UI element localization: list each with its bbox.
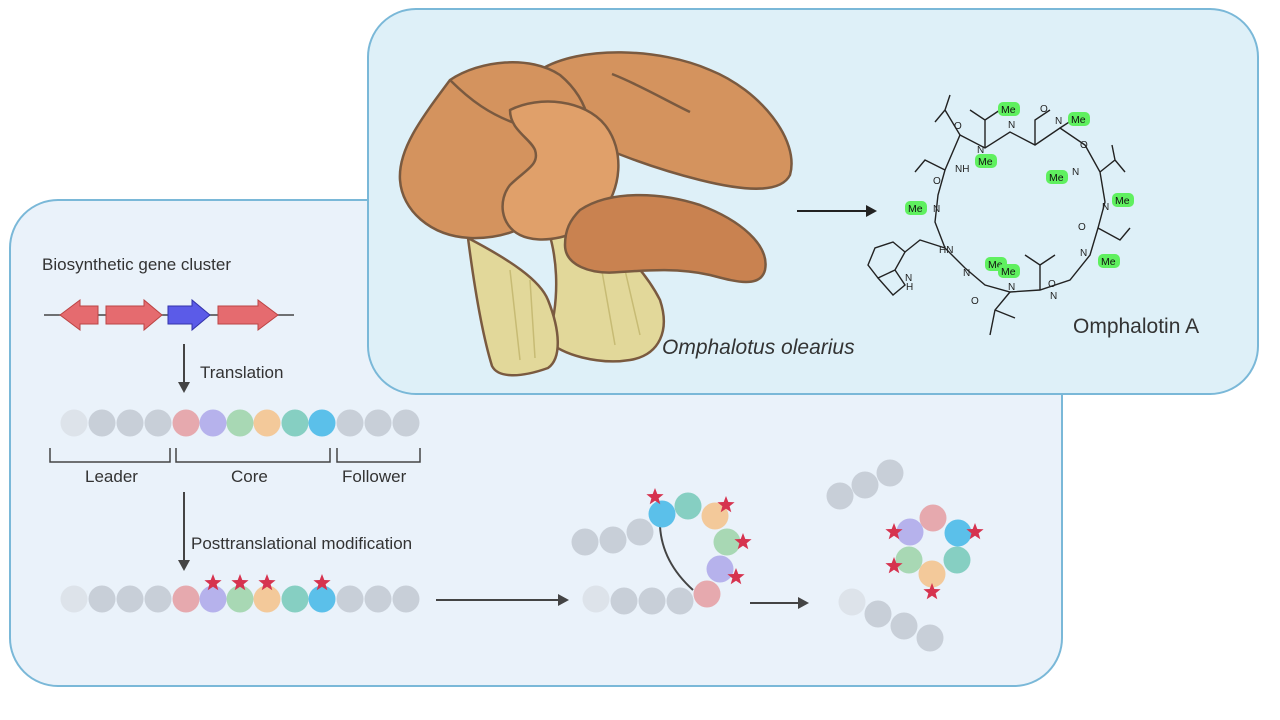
- svg-text:Me: Me: [1101, 256, 1116, 268]
- cyclization-intermediate: [571, 488, 752, 615]
- follower-label: Follower: [342, 467, 407, 486]
- svg-text:N: N: [1102, 202, 1109, 213]
- process-arrow-2: [798, 597, 809, 609]
- svg-text:O: O: [1040, 104, 1048, 115]
- modified-peptide: [60, 574, 420, 613]
- svg-text:O: O: [971, 296, 979, 307]
- svg-text:H: H: [906, 282, 913, 293]
- released-fragment-bottom: [838, 588, 944, 652]
- gene-arrow-4: [217, 299, 279, 331]
- gene-cluster: [44, 298, 294, 332]
- gene-cluster-label: Biosynthetic gene cluster: [42, 255, 231, 274]
- ptm-arrow: [178, 560, 190, 571]
- svg-text:O: O: [1078, 222, 1086, 233]
- svg-text:Me: Me: [1115, 195, 1130, 207]
- svg-text:Me: Me: [908, 203, 923, 215]
- svg-text:O: O: [933, 176, 941, 187]
- svg-text:N: N: [963, 268, 970, 279]
- omphalotin-structure: O N N O N O N N O N O N N O N HN O N NH …: [867, 94, 1134, 336]
- mushroom-illustration: [398, 51, 793, 377]
- svg-text:N: N: [1080, 248, 1087, 259]
- gene-arrow-1: [59, 299, 99, 331]
- biosynthesis-arrow: [866, 205, 877, 217]
- n-methyl-tags: Me Me Me Me Me Me Me Me Me: [905, 102, 1134, 278]
- precursor-peptide: [60, 409, 420, 437]
- organism-label: Omphalotus olearius: [662, 336, 855, 359]
- svg-text:Me: Me: [978, 156, 993, 168]
- gene-arrow-2: [105, 298, 163, 332]
- svg-text:N: N: [977, 145, 984, 156]
- svg-text:Me: Me: [1001, 266, 1016, 278]
- region-brackets: [49, 448, 421, 463]
- svg-text:O: O: [954, 121, 962, 132]
- svg-text:NH: NH: [955, 164, 969, 175]
- ptm-label: Posttranslational modification: [191, 534, 412, 553]
- svg-text:N: N: [1072, 167, 1079, 178]
- svg-text:N: N: [1050, 291, 1057, 302]
- svg-text:O: O: [1080, 140, 1088, 151]
- released-fragment-top: [826, 459, 904, 510]
- svg-text:N: N: [1008, 120, 1015, 131]
- svg-text:Me: Me: [1049, 172, 1064, 184]
- svg-text:N: N: [905, 273, 912, 284]
- svg-text:N: N: [933, 204, 940, 215]
- leader-label: Leader: [85, 467, 138, 486]
- translation-arrow: [178, 382, 190, 393]
- svg-text:HN: HN: [939, 245, 953, 256]
- svg-text:O: O: [1048, 279, 1056, 290]
- gene-arrow-3: [167, 298, 211, 332]
- svg-text:Me: Me: [1001, 104, 1016, 116]
- svg-text:N: N: [1008, 282, 1015, 293]
- translation-label: Translation: [200, 363, 283, 382]
- svg-text:Me: Me: [1071, 114, 1086, 126]
- svg-text:N: N: [1055, 116, 1062, 127]
- core-label: Core: [231, 467, 268, 486]
- product-label: Omphalotin A: [1073, 315, 1199, 338]
- process-arrow-1: [558, 594, 569, 606]
- macrocycle-product: [885, 504, 984, 600]
